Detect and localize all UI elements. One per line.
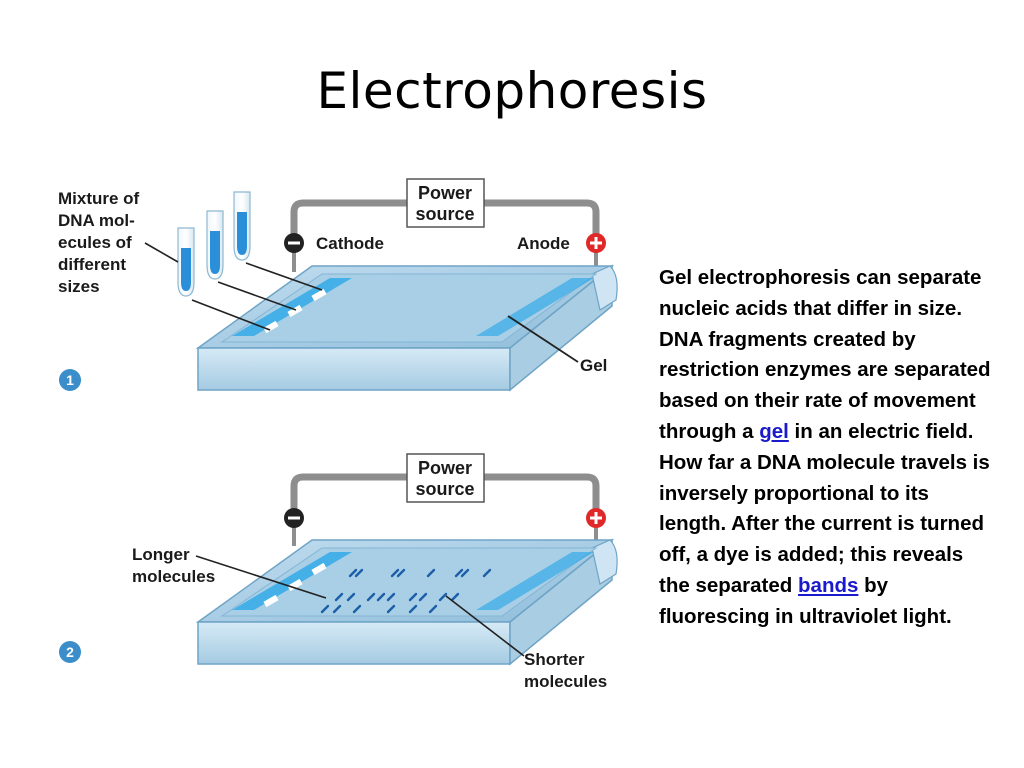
description-text: Gel electrophoresis can separate nucleic… [659,263,999,633]
power-source-box [406,178,485,228]
svg-text:different: different [58,255,126,274]
dna-bands [320,568,492,614]
anode-reservoir [591,265,618,311]
tube-pointer-lines [191,262,323,331]
svg-text:molecules: molecules [132,567,215,586]
gel-tray-2-front [197,621,511,665]
svg-text:molecules: molecules [524,672,607,691]
step-2-number: 2 [66,644,74,660]
svg-text:sizes: sizes [58,277,100,296]
power-source-2-label-line1: Power [418,458,472,478]
test-tubes [177,191,251,297]
diagram-2: Power source [59,453,618,691]
gel-tray-2-side [509,538,613,666]
shorter-molecules-label: Shorter molecules [524,650,607,691]
bands-link[interactable]: bands [798,573,859,597]
svg-text:ecules of: ecules of [58,233,132,252]
gel-link[interactable]: gel [759,419,789,443]
power-wire-2 [290,473,600,522]
mixture-label: Mixture of DNA mol- ecules of different … [58,189,140,296]
svg-text:Shorter: Shorter [524,650,585,669]
shorter-pointer-line [445,595,525,657]
gel-tray-front [197,347,511,391]
gel-tray-side [509,264,613,392]
step-2-badge [59,641,81,663]
power-source-box-2 [406,453,485,503]
anode-label: Anode [517,234,570,253]
wells [263,288,327,334]
svg-text:DNA mol-: DNA mol- [58,211,135,230]
paragraph-1: Gel electrophoresis can separate nucleic… [659,266,991,443]
gel-label: Gel [580,356,607,375]
anode-buffer [476,278,594,336]
power-source-label-line1: Power [418,183,472,203]
wells-2 [263,562,327,608]
slide-title: Electrophoresis [316,62,708,120]
step-1-badge [59,369,81,391]
gel-pointer-line [507,315,579,363]
paragraph-2: How far a DNA molecule travels is invers… [659,450,990,628]
power-source-2-label-line2: source [415,479,474,499]
power-wire [290,199,600,247]
diagram-1: Power source Cathode Anode [58,178,618,392]
cathode-label: Cathode [316,234,384,253]
svg-text:Longer: Longer [132,545,190,564]
power-source-label-line2: source [415,204,474,224]
step-1-number: 1 [66,372,74,388]
longer-molecules-label: Longer molecules [132,545,215,586]
svg-text:Mixture of: Mixture of [58,189,140,208]
mixture-pointer-line [144,242,179,263]
longer-pointer-line [195,555,327,599]
